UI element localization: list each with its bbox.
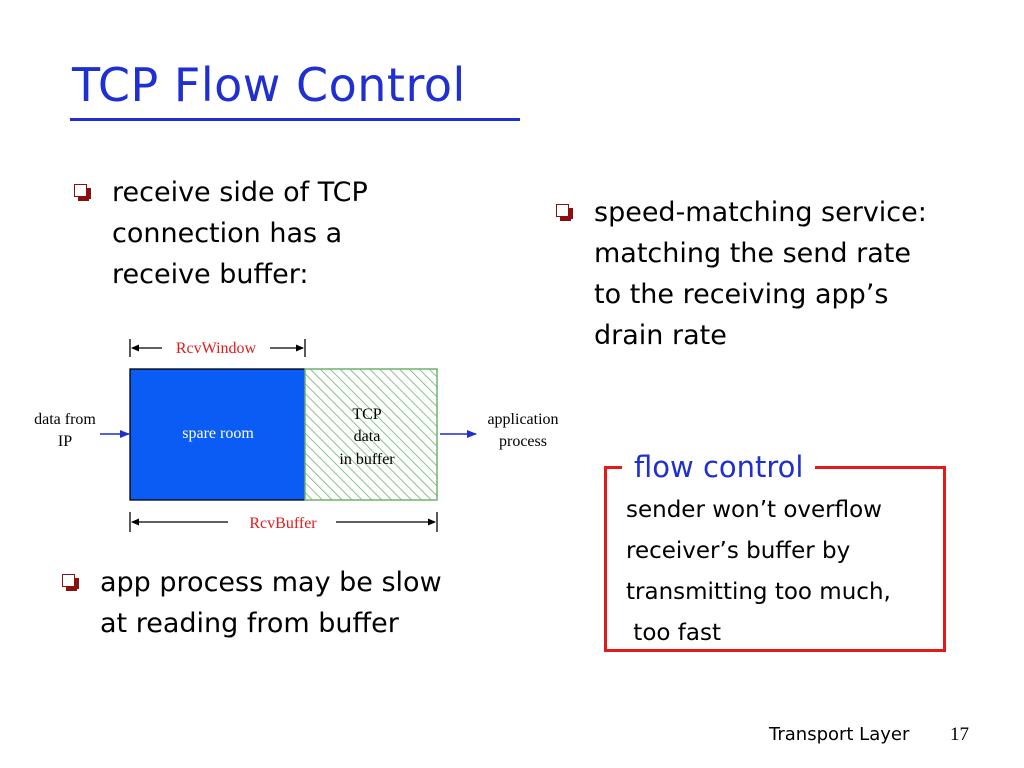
bullet-box-icon <box>74 184 91 201</box>
bullet-line: app process may be slow <box>100 567 442 598</box>
bullet-box-icon <box>62 574 79 591</box>
footer-section-label: Transport Layer <box>769 724 910 745</box>
flow-control-line: too fast <box>626 620 721 646</box>
tcp-data-label-line: TCP <box>352 406 381 423</box>
application-process-label: process <box>499 433 547 450</box>
bullet-line: connection has a <box>112 218 343 249</box>
application-process-label: application <box>487 411 558 428</box>
slide-title: TCP Flow Control <box>72 58 466 112</box>
flow-control-line: receiver’s buffer by <box>626 538 851 564</box>
page-number: 17 <box>950 724 969 745</box>
tcp-data-block <box>304 368 438 501</box>
bullet-line: speed-matching service: <box>594 197 927 228</box>
bullet-line: drain rate <box>594 320 727 351</box>
tcp-data-label-line: data <box>354 428 381 445</box>
tcp-data-label-line: in buffer <box>339 451 395 468</box>
data-from-ip-label: data from <box>34 411 96 428</box>
data-from-ip-label: IP <box>58 433 72 450</box>
spare-room-block <box>129 368 306 501</box>
bullet-line: receive buffer: <box>112 259 309 290</box>
bullet-line: receive side of TCP <box>112 177 368 208</box>
flow-control-line: transmitting too much, <box>626 579 891 605</box>
flow-control-description: sender won’t overflow receiver’s buffer … <box>626 490 891 654</box>
bullet-box-icon <box>556 204 573 221</box>
title-underline <box>70 118 520 121</box>
rcv-window-label: RcvWindow <box>176 340 257 357</box>
flow-control-line: sender won’t overflow <box>626 497 882 523</box>
rcv-buffer-label: RcvBuffer <box>249 515 317 532</box>
bullet-speed-matching: speed-matching service: matching the sen… <box>556 192 927 356</box>
bullet-line: at reading from buffer <box>100 608 399 639</box>
bullet-line: to the receiving app’s <box>594 279 889 310</box>
bullet-line: matching the send rate <box>594 238 911 269</box>
spare-room-label: spare room <box>182 425 254 442</box>
flow-control-title: flow control <box>622 448 816 486</box>
bullet-receive-buffer: receive side of TCP connection has a rec… <box>74 172 368 295</box>
bullet-app-slow: app process may be slow at reading from … <box>62 562 442 644</box>
